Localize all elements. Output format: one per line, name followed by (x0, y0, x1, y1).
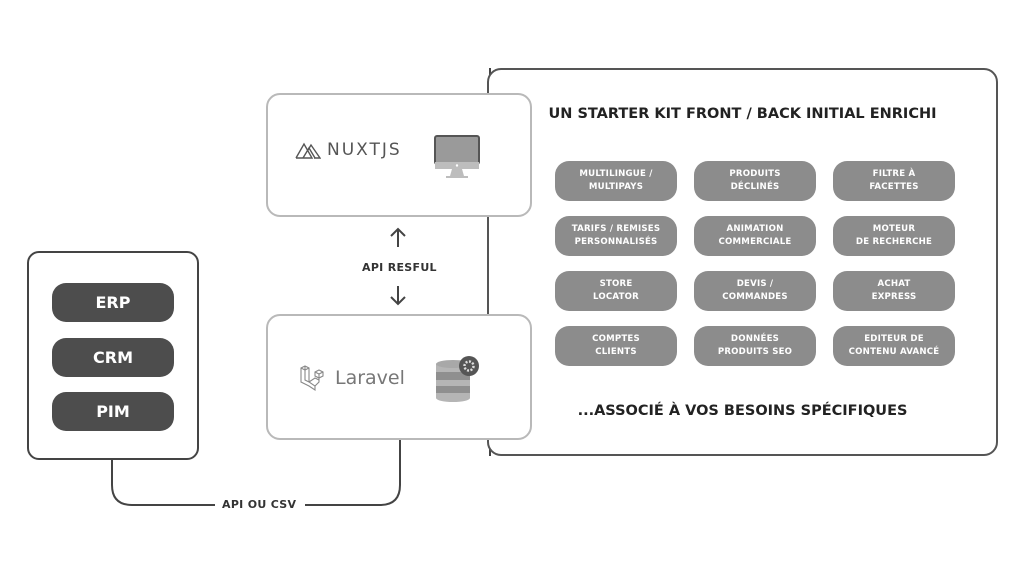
laravel-logo-text: Laravel (335, 367, 405, 389)
nuxt-logo: NUXTJS (295, 140, 402, 160)
arrow-up-icon (390, 227, 406, 247)
arrow-down-icon (390, 286, 406, 306)
feature-pill: MULTILINGUE /MULTIPAYS (555, 161, 677, 201)
system-pill-crm: CRM (52, 338, 174, 377)
api-csv-label: API OU CSV (222, 498, 297, 511)
system-pill-erp: ERP (52, 283, 174, 322)
frontend-box: NUXTJS (266, 93, 532, 217)
feature-pill: DEVIS /COMMANDES (694, 271, 816, 311)
feature-box-title: UN STARTER KIT FRONT / BACK INITIAL ENRI… (548, 106, 937, 122)
feature-box-footer: ...ASSOCIÉ À VOS BESOINS SPÉCIFIQUES (577, 403, 908, 419)
systems-backend-connector (111, 460, 215, 506)
backend-box: Laravel (266, 314, 532, 440)
laravel-cube-icon (300, 365, 324, 392)
nuxt-logo-text: NUXTJS (327, 140, 402, 160)
system-pill-pim: PIM (52, 392, 174, 431)
laravel-logo: Laravel (299, 364, 405, 392)
api-restful-label: API RESFUL (362, 261, 437, 274)
systems-box: ERP CRM PIM (27, 251, 199, 460)
feature-box: UN STARTER KIT FRONT / BACK INITIAL ENRI… (487, 68, 998, 456)
systems-backend-connector-right (305, 440, 401, 506)
monitor-icon (434, 135, 480, 178)
database-gear-icon (436, 356, 479, 402)
nuxt-mountain-icon (295, 142, 321, 159)
